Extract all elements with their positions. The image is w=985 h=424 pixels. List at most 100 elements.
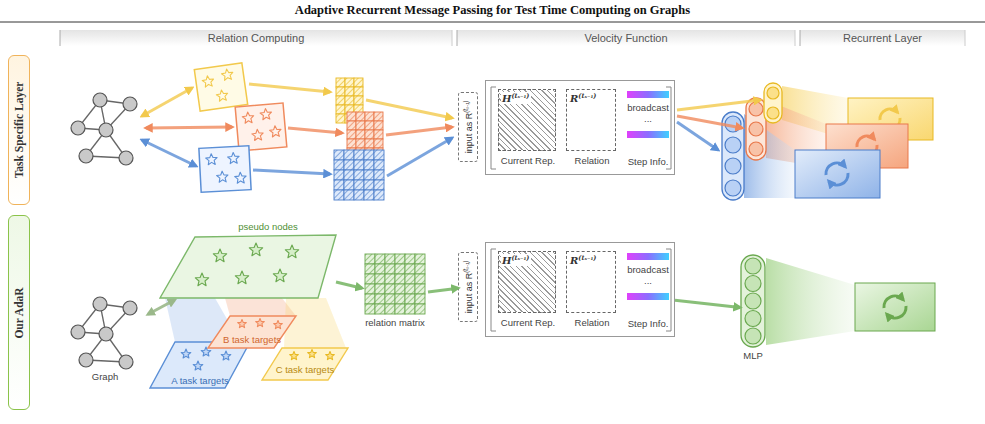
text-group: Relation <box>557 318 627 328</box>
graph: Graph <box>62 290 148 385</box>
matrix-cell <box>354 87 363 96</box>
mlp-column <box>746 98 766 160</box>
matrix-cell <box>365 274 375 284</box>
matrix-cell <box>365 264 375 274</box>
node-text: Our AdaR <box>13 287 25 338</box>
text-group: pseudo nodes <box>198 222 338 232</box>
mlp-column <box>764 83 782 123</box>
matrix-cell <box>385 294 395 304</box>
arrow <box>386 127 452 135</box>
matrix-cell <box>374 190 384 200</box>
star-node <box>202 75 215 87</box>
header-tick <box>795 30 796 46</box>
text-group: Current Rep. <box>489 318 567 328</box>
text-group: H(tₛ₋₁) <box>501 92 531 104</box>
header-band <box>800 30 965 46</box>
projection-beam <box>284 298 346 348</box>
matrix-cell <box>375 284 385 294</box>
matrix-cell <box>356 130 365 139</box>
matrix-cell <box>395 294 405 304</box>
matrix-cell <box>356 139 365 148</box>
matrix-cell <box>354 180 364 190</box>
star-node <box>273 269 286 282</box>
star-node <box>285 245 298 258</box>
mlp-unit <box>725 158 741 174</box>
node-text: (tₛ₋₁) <box>578 92 596 100</box>
matrix-cell <box>374 121 383 130</box>
node-text: (tₛ₋₁) <box>578 254 596 262</box>
matrix-cell <box>336 96 345 105</box>
star-node <box>221 68 234 80</box>
connector-arrow <box>336 282 362 288</box>
node-text: ... <box>644 113 652 124</box>
node-text: C task targets <box>276 364 335 375</box>
star-node <box>213 249 226 262</box>
graph-vertex <box>79 149 93 163</box>
node-text: R <box>570 93 578 104</box>
matrix-cell <box>336 105 345 114</box>
star-box-frame <box>194 63 247 111</box>
matrix-cell <box>334 190 344 200</box>
graph-vertex <box>99 327 113 341</box>
mlp-unit <box>749 102 763 116</box>
mlp-unit <box>767 107 779 119</box>
relation-box: R(tₛ₋₁)Relation <box>566 89 616 151</box>
node-text: (tₛ₋₁) <box>511 254 529 262</box>
arrow <box>677 122 718 150</box>
star-node <box>234 172 246 183</box>
text-group: relation matrix <box>350 318 440 328</box>
star-node <box>221 351 231 360</box>
mlp-unit <box>745 311 761 327</box>
matrix-cell <box>364 160 374 170</box>
mlp-unit <box>725 137 741 153</box>
cycle-arc <box>884 296 903 308</box>
node-text: Graph <box>92 371 118 382</box>
matrix-cell <box>365 112 374 121</box>
matrix-cell <box>365 121 374 130</box>
header-tick <box>800 30 801 46</box>
cycle-arc <box>829 173 848 185</box>
matrix-cell <box>415 294 425 304</box>
node-text: B task targets <box>223 334 281 345</box>
text-group: ... <box>620 114 676 124</box>
star-node <box>193 361 203 370</box>
matrix-cell <box>415 274 425 284</box>
star-box-frame <box>235 103 287 151</box>
arrow <box>253 170 330 174</box>
matrix-cell <box>345 96 354 105</box>
star-box-frame <box>199 146 251 193</box>
text-group: ... <box>620 276 676 286</box>
cycle-arc <box>880 109 898 120</box>
node-text: Step Info. <box>628 156 669 167</box>
star-node <box>260 108 272 120</box>
matrix-cell <box>354 170 364 180</box>
matrix-cell <box>365 139 374 148</box>
node-text: ... <box>644 275 652 286</box>
bracket <box>491 249 496 331</box>
matrix-cell <box>334 170 344 180</box>
star-node <box>252 129 264 141</box>
matrix-cell <box>415 304 425 314</box>
text-group: Step Info. <box>614 157 682 167</box>
star-node <box>274 321 283 329</box>
matrix-cell <box>374 112 383 121</box>
node-text: Current Rep. <box>501 155 555 166</box>
matrix-cell <box>345 78 354 87</box>
mlp-column: MLP <box>740 255 766 363</box>
matrix-cell <box>385 254 395 264</box>
text-group: Graph <box>62 372 148 382</box>
mlp-unit <box>749 142 763 156</box>
matrix-cell <box>365 130 374 139</box>
matrix-cell <box>344 150 354 160</box>
recurrent-box <box>855 283 935 331</box>
matrix-cell <box>334 150 344 160</box>
matrix-cell <box>347 139 356 148</box>
star-node <box>256 319 265 327</box>
matrix-cell <box>405 264 415 274</box>
star-box <box>235 103 287 151</box>
matrix-cell <box>405 284 415 294</box>
graph-shape <box>62 290 148 385</box>
matrix-cell <box>364 170 374 180</box>
matrix-cell <box>415 254 425 264</box>
